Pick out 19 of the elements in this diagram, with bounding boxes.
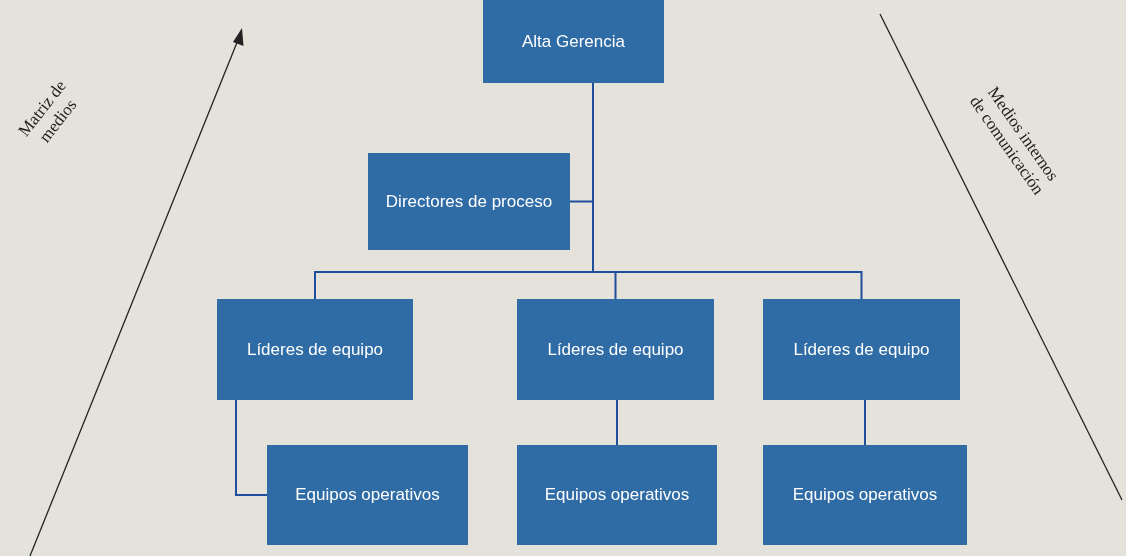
box-label: Equipos operativos [544, 484, 690, 506]
box-label: Directores de proceso [385, 190, 553, 213]
org-box [368, 153, 570, 250]
box-label: Líderes de equipo [547, 338, 684, 361]
box-label: Alta Gerencia [522, 30, 625, 53]
org-box [517, 299, 714, 400]
connector-line [864, 399, 866, 446]
connector-line [235, 399, 268, 496]
org-box [483, 0, 664, 83]
org-box [517, 445, 717, 545]
box-label: Líderes de equipo [246, 338, 384, 361]
org-box [763, 299, 960, 400]
org-box [217, 299, 413, 400]
connector-line [616, 399, 618, 446]
box-label: Equipos operativos [295, 484, 440, 506]
box-label: Equipos operativos [792, 484, 938, 506]
org-box [267, 445, 468, 545]
org-box [763, 445, 967, 545]
box-label: Líderes de equipo [793, 338, 930, 361]
